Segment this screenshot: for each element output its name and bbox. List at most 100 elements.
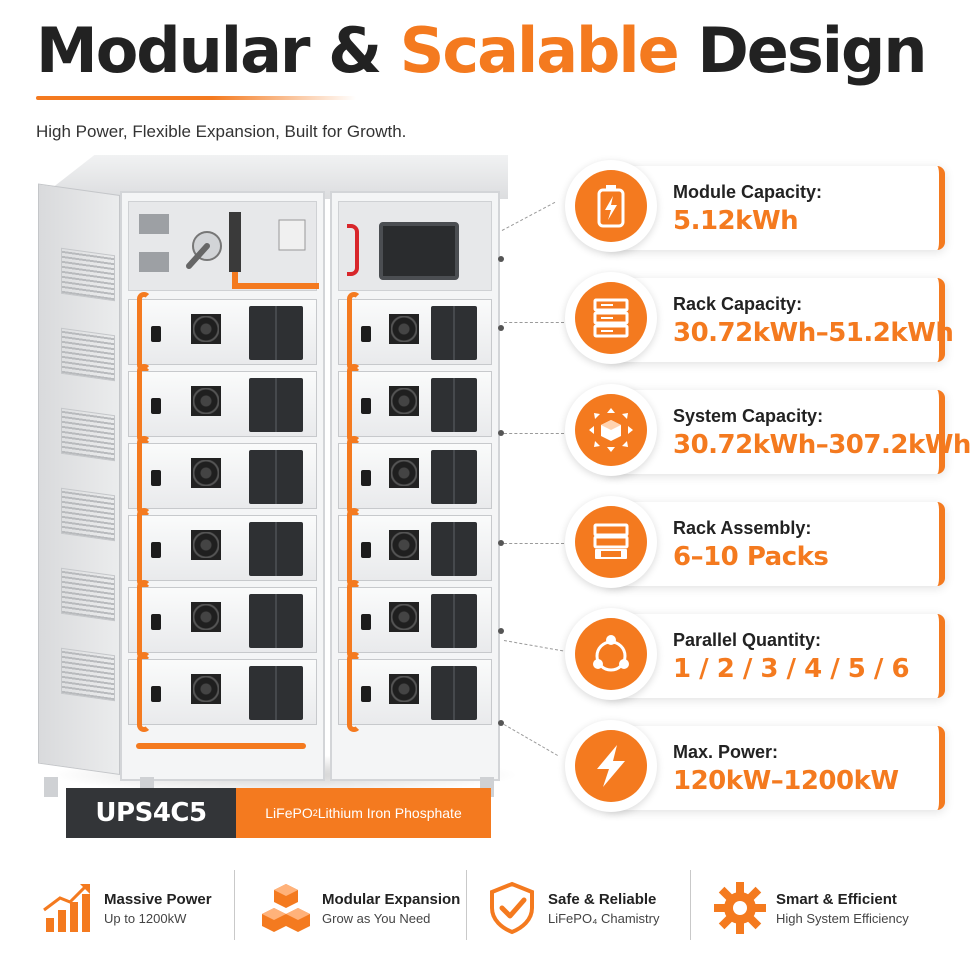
module-cable bbox=[137, 364, 151, 444]
cabinet-side-panel bbox=[38, 183, 120, 775]
module-panel bbox=[249, 450, 303, 504]
battery-module bbox=[128, 652, 317, 732]
highlight-subtitle: LiFePO₄ Chamistry bbox=[548, 910, 660, 926]
stacked-cubes-icon bbox=[262, 884, 310, 932]
battery-module bbox=[128, 580, 317, 660]
feature-label: Parallel Quantity: bbox=[673, 630, 822, 650]
fan-icon bbox=[389, 386, 419, 416]
divider bbox=[234, 870, 235, 940]
feature-icon-disc bbox=[575, 394, 647, 466]
cabinet-foot bbox=[44, 777, 58, 797]
rack-assembly-icon bbox=[593, 523, 629, 559]
battery-module bbox=[338, 436, 492, 516]
side-grille bbox=[61, 487, 115, 542]
cable-plug bbox=[151, 398, 161, 414]
chemistry-subscript: 2 bbox=[312, 808, 318, 818]
feature-value: 1 / 2 / 3 / 4 / 5 / 6 bbox=[673, 654, 910, 684]
connector-dot bbox=[498, 256, 504, 262]
page-subtitle: High Power, Flexible Expansion, Built fo… bbox=[36, 122, 407, 141]
battery-module bbox=[338, 652, 492, 732]
battery-module bbox=[338, 292, 492, 372]
feature-value: 30.72kWh–51.2kWh bbox=[673, 318, 954, 348]
feature-label: Module Capacity: bbox=[673, 182, 823, 202]
highlight-modular-expansion: Modular Expansion Grow as You Need bbox=[258, 868, 460, 948]
connector-dot bbox=[498, 540, 504, 546]
feature-rack-capacity: Rack Capacity: 30.72kWh–51.2kWh bbox=[565, 272, 954, 368]
page-title: Modular & Scalable Design bbox=[36, 14, 928, 87]
highlight-text: Modular Expansion Grow as You Need bbox=[322, 891, 460, 926]
cable-plug bbox=[361, 614, 371, 630]
feature-rack-assembly: Rack Assembly: 6–10 Packs bbox=[565, 496, 945, 592]
fan-icon bbox=[389, 458, 419, 488]
highlight-massive-power: Massive Power Up to 1200kW bbox=[40, 868, 212, 948]
cable-plug bbox=[361, 398, 371, 414]
battery-module bbox=[128, 364, 317, 444]
fan-icon bbox=[191, 458, 221, 488]
cable-plug bbox=[361, 470, 371, 486]
feature-card bbox=[605, 390, 945, 474]
side-grille bbox=[61, 407, 115, 462]
highlight-subtitle: High System Efficiency bbox=[776, 910, 909, 926]
fan-icon bbox=[191, 314, 221, 344]
highlight-text: Massive Power Up to 1200kW bbox=[104, 891, 212, 926]
connector-dot bbox=[498, 325, 504, 331]
fan-icon bbox=[191, 602, 221, 632]
fan-icon bbox=[389, 530, 419, 560]
feature-icon-wrap bbox=[565, 160, 657, 252]
connector-dot bbox=[498, 430, 504, 436]
feature-system-capacity: System Capacity: 30.72kWh–307.2kWh bbox=[565, 384, 971, 480]
title-accent: Scalable bbox=[399, 14, 680, 87]
module-cable bbox=[347, 292, 361, 372]
highlight-subtitle: Grow as You Need bbox=[322, 910, 431, 926]
rack-server-icon bbox=[593, 298, 629, 338]
module-panel bbox=[431, 594, 477, 648]
module-cable bbox=[347, 508, 361, 588]
door-handle-icon bbox=[347, 224, 359, 276]
module-panel bbox=[249, 594, 303, 648]
feature-label: Max. Power: bbox=[673, 742, 779, 762]
highlight-title: Safe & Reliable bbox=[548, 890, 657, 908]
cube-expand-icon bbox=[589, 408, 633, 452]
feature-label: Rack Assembly: bbox=[673, 518, 812, 538]
battery-cabinet-illustration bbox=[30, 155, 520, 797]
feature-parallel-quantity: Parallel Quantity: 1 / 2 / 3 / 4 / 5 / 6 bbox=[565, 608, 945, 704]
feature-icon-disc bbox=[575, 730, 647, 802]
cable-plug bbox=[151, 614, 161, 630]
fan-icon bbox=[389, 314, 419, 344]
module-panel bbox=[249, 522, 303, 576]
title-part1: Modular & bbox=[36, 14, 400, 87]
parallel-network-icon bbox=[593, 635, 629, 672]
highlight-safe-reliable: Safe & Reliable LiFePO₄ Chamistry bbox=[484, 868, 660, 948]
connector-line bbox=[503, 724, 558, 756]
highlight-smart-efficient: Smart & Efficient High System Efficiency bbox=[712, 868, 909, 948]
module-cable bbox=[137, 436, 151, 516]
module-cable bbox=[137, 652, 151, 732]
module-panel bbox=[431, 522, 477, 576]
side-grille bbox=[61, 247, 115, 302]
highlight-text: Safe & Reliable LiFePO₄ Chamistry bbox=[548, 891, 660, 926]
battery-module bbox=[128, 508, 317, 588]
feature-value: 30.72kWh–307.2kWh bbox=[673, 430, 971, 460]
feature-icon-wrap bbox=[565, 384, 657, 476]
feature-label: Rack Capacity: bbox=[673, 294, 803, 314]
feature-icon-disc bbox=[575, 618, 647, 690]
gear-icon bbox=[714, 882, 766, 934]
cabinet-rack-left bbox=[120, 191, 325, 781]
fan-icon bbox=[191, 530, 221, 560]
cabinet-rack-right bbox=[330, 191, 500, 781]
cable-plug bbox=[151, 542, 161, 558]
fan-icon bbox=[191, 674, 221, 704]
feature-value: 5.12kWh bbox=[673, 206, 799, 236]
feature-label: System Capacity: bbox=[673, 406, 824, 426]
feature-card bbox=[605, 502, 945, 586]
connector-dot bbox=[498, 720, 504, 726]
module-cable bbox=[137, 580, 151, 660]
breaker-switch-icon bbox=[139, 212, 319, 289]
cable-plug bbox=[361, 686, 371, 702]
module-cable bbox=[137, 292, 151, 372]
module-cable bbox=[347, 652, 361, 732]
battery-module bbox=[338, 580, 492, 660]
feature-icon-disc bbox=[575, 282, 647, 354]
